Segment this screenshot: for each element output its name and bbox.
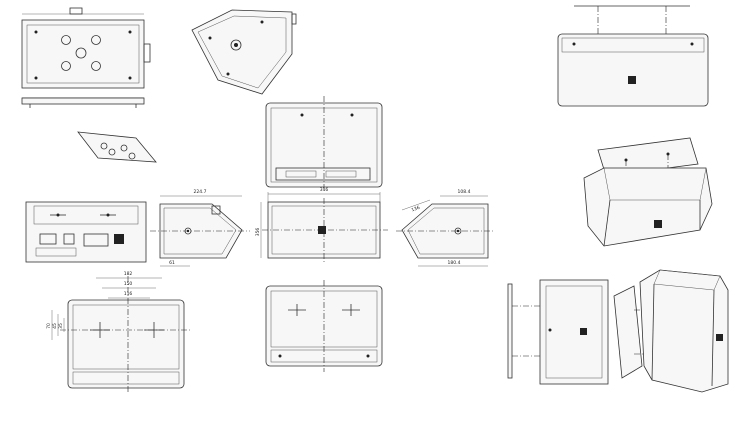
- ceiling-mount-illustration: [557, 5, 709, 107]
- rear-angle-label: 136: [411, 205, 421, 214]
- bracket-dimension-view: 182 150 116 70 45 35: [46, 271, 190, 392]
- wall-mount-illustration: [507, 269, 729, 393]
- rear-top-label: 108.4: [458, 189, 471, 195]
- bracket-h2-label: 45: [52, 323, 58, 329]
- cabinet-side-view-right: 108.4 136 180.4: [396, 189, 494, 267]
- side-depth-label: 224.7: [194, 189, 207, 195]
- bracket-inner-label: 116: [124, 291, 133, 297]
- side-angle-label: 61: [169, 260, 175, 266]
- rear-depth-label: 180.4: [448, 260, 461, 266]
- height-label: 356: [255, 228, 261, 237]
- isometric-plate-mount: [583, 137, 713, 247]
- bracket-outer-label: 182: [124, 271, 133, 277]
- bracket-h1-label: 70: [46, 323, 52, 329]
- cabinet-top-view: [265, 96, 383, 190]
- cabinet-front-view: 316 356: [255, 187, 388, 262]
- cabinet-bottom-view: [265, 280, 383, 372]
- cabinet-side-view-left: 224.7 61: [150, 189, 250, 267]
- cabinet-rear-panel-view: [25, 201, 147, 263]
- mounting-plate-front-view: [21, 7, 151, 108]
- bracket-h3-label: 35: [58, 323, 64, 329]
- tilted-mounting-plate: [77, 131, 157, 163]
- speaker-angled-side-view: [191, 9, 297, 95]
- bracket-mid-label: 150: [124, 281, 133, 287]
- front-width-label: 316: [320, 187, 329, 193]
